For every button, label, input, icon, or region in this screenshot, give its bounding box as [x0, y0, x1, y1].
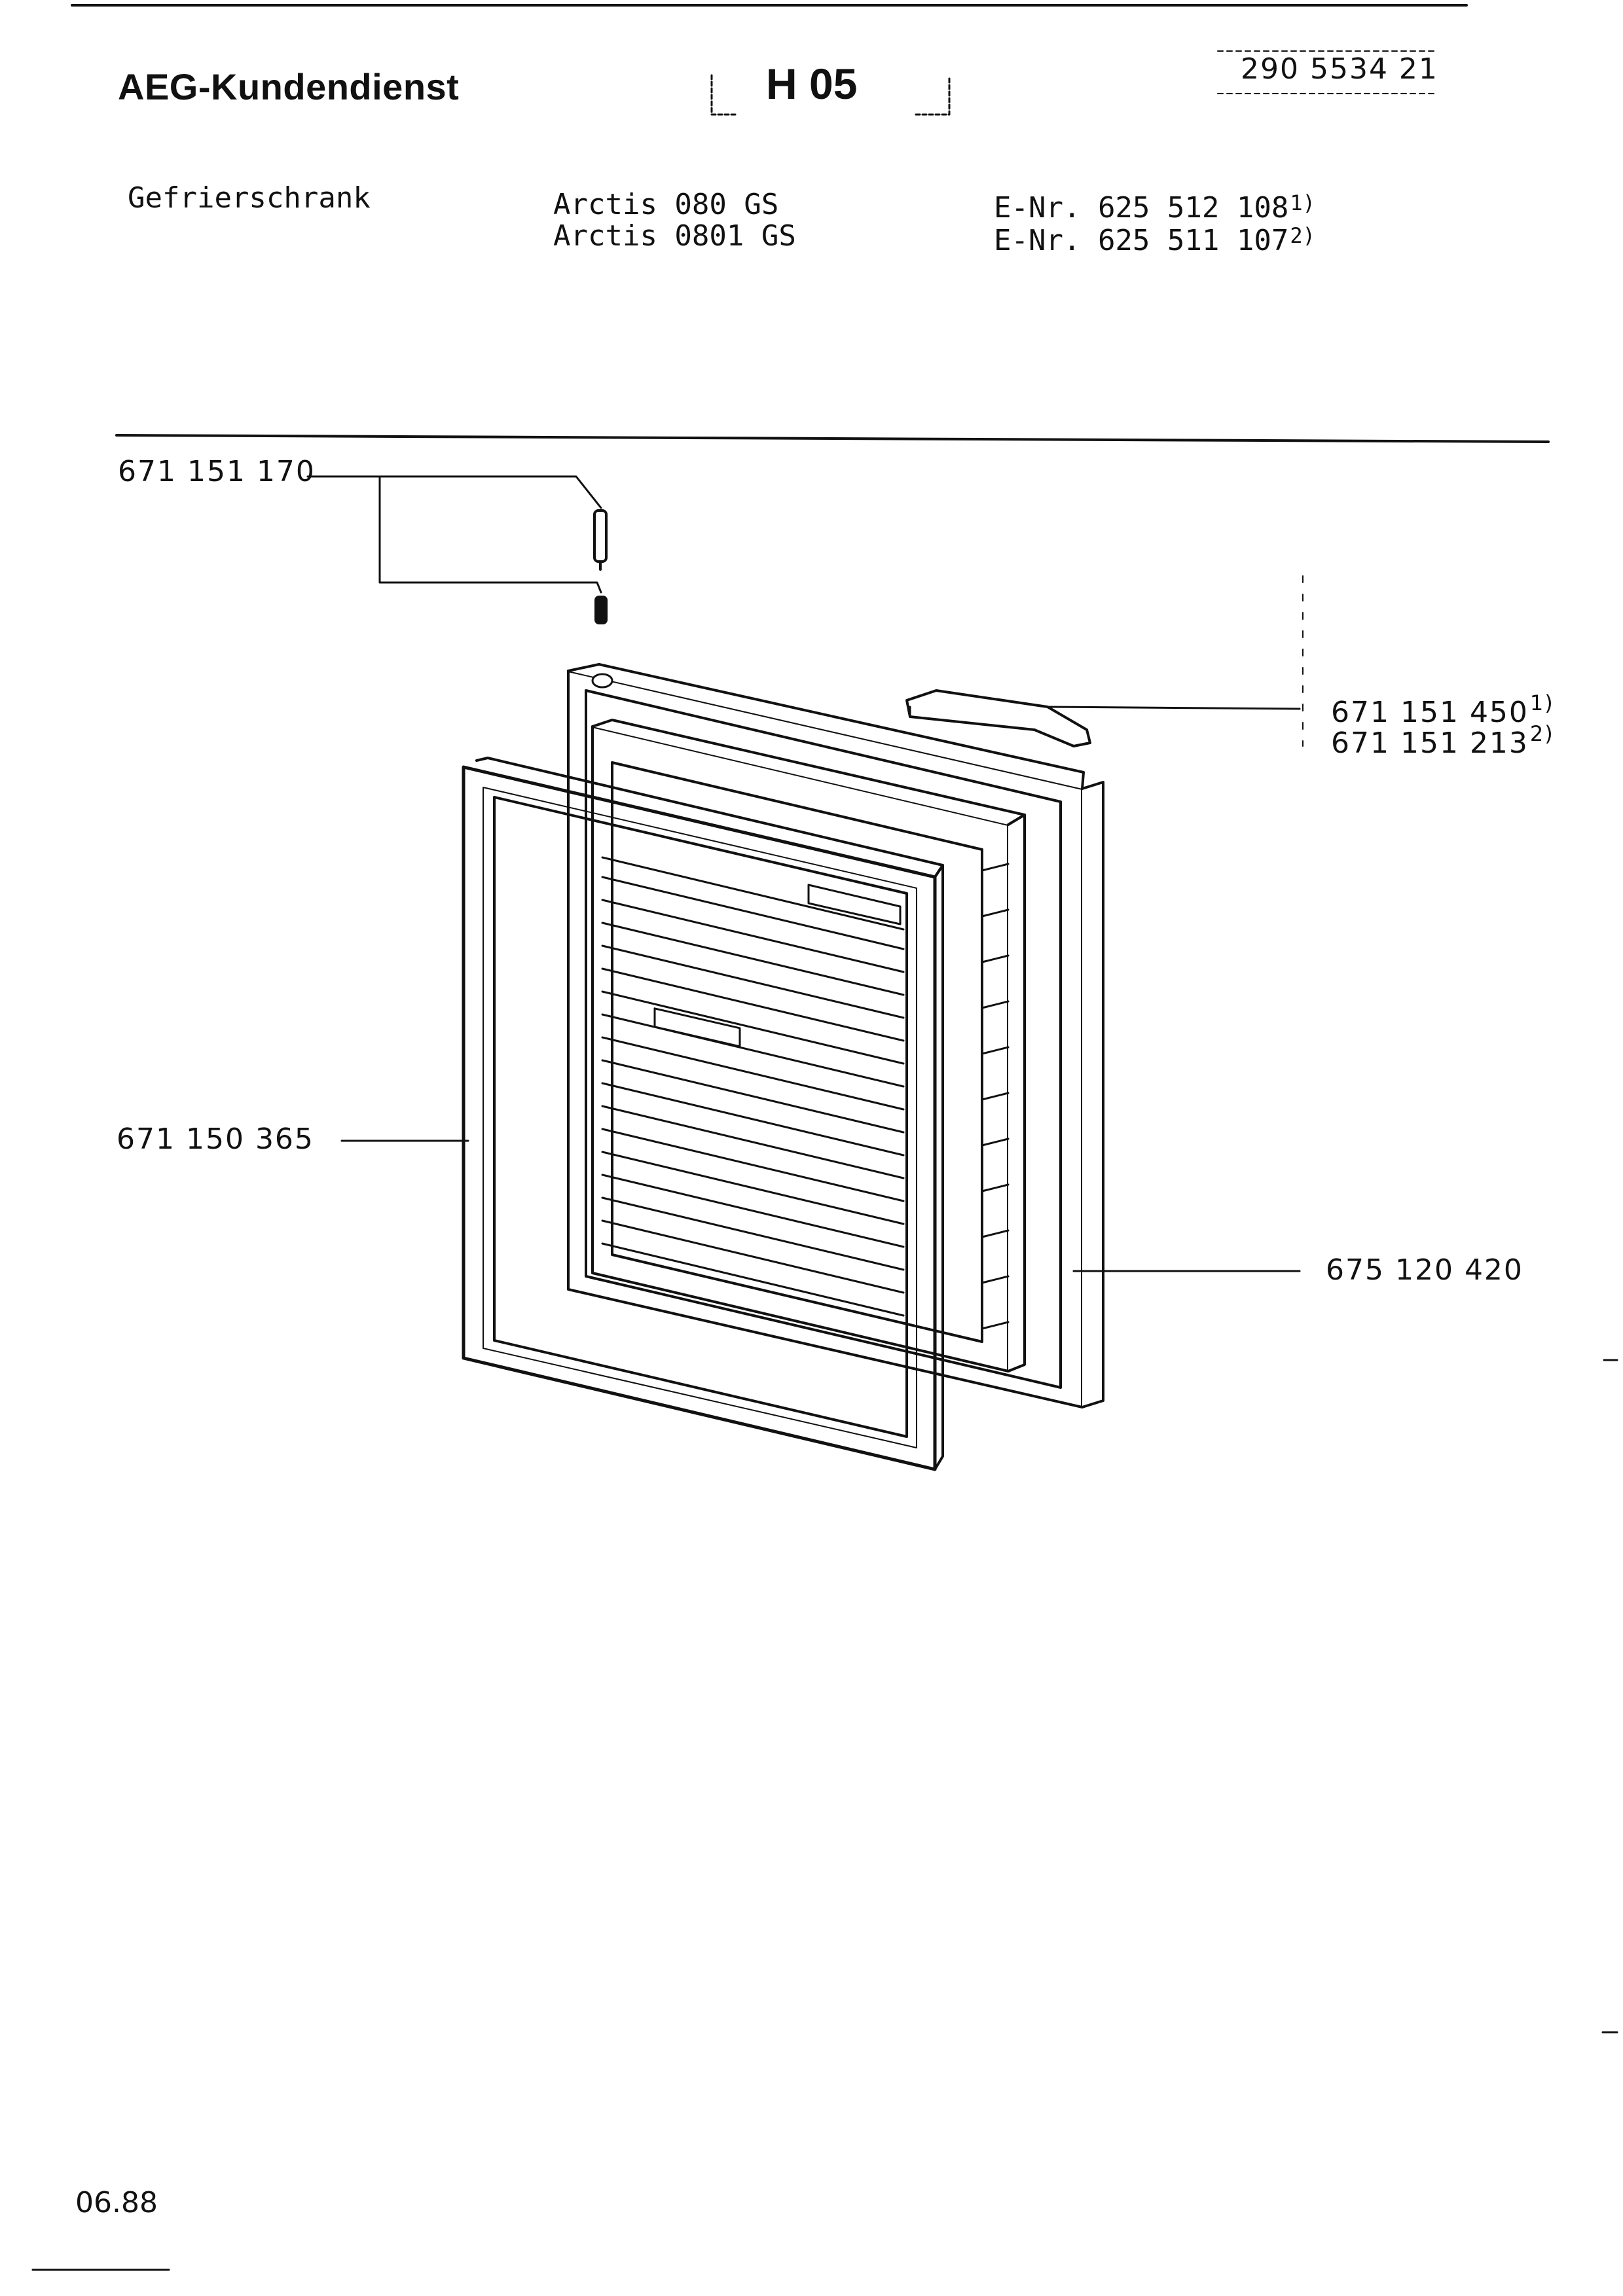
- section-separator: [115, 434, 1550, 443]
- part-label-handle-2-footnote: 2): [1529, 721, 1554, 746]
- sheet-code-bracket-right: [912, 77, 951, 116]
- sheet-code-bracket-left: [710, 74, 738, 116]
- print-date: 06.88: [75, 2186, 158, 2219]
- part-label-door-gasket: 671 150 365: [117, 1122, 314, 1156]
- hinge-pin-lower: [594, 596, 608, 624]
- product-category: Gefrierschrank: [128, 181, 371, 215]
- brand-title: AEG-Kundendienst: [118, 66, 460, 107]
- door-gasket-frame-mid: [483, 787, 917, 1448]
- door-liner: [591, 725, 1010, 1372]
- e-number-1-text: E-Nr. 625 512 108: [994, 191, 1289, 224]
- leader-handle: [1046, 706, 1301, 710]
- model-name-1: Arctis 080 GS: [553, 188, 779, 221]
- e-number-2: E-Nr. 625 511 1072): [994, 223, 1315, 259]
- document-number: 290 5534 21: [1241, 52, 1438, 86]
- model-name-2: Arctis 0801 GS: [553, 219, 796, 253]
- door-liner-inner: [611, 761, 983, 1343]
- part-label-handle-1-number: 671 151 450: [1331, 696, 1529, 729]
- part-label-handle-1-footnote: 1): [1529, 691, 1554, 715]
- liner-recess-left: [653, 1007, 741, 1048]
- part-label-hinge-pin: 671 151 170: [118, 455, 316, 488]
- leader-hinge-pin: [306, 475, 602, 509]
- door-outer-panel-side-edge: [1081, 781, 1104, 1408]
- hinge-pin-upper: [593, 509, 608, 563]
- door-handle: [905, 689, 1091, 747]
- door-outer-panel-inner-line: [585, 689, 1062, 1389]
- hinge-socket-top: [591, 673, 613, 689]
- e-number-2-text: E-Nr. 625 511 107: [994, 224, 1289, 257]
- leader-hinge-pin-branch: [378, 475, 602, 594]
- door-slats: [601, 856, 905, 1317]
- e-number-2-footnote: 2): [1290, 223, 1315, 248]
- door-outer-panel-top-edge: [567, 663, 1085, 790]
- part-label-handle-2: 671 151 2132): [1331, 721, 1554, 760]
- door-liner-ribs: [981, 863, 1010, 1330]
- part-label-handle-2-number: 671 151 213: [1331, 726, 1529, 760]
- sheet-code: H 05: [766, 60, 858, 108]
- part-label-handle-1: 671 151 4501): [1331, 691, 1554, 729]
- liner-recess-right: [807, 884, 902, 925]
- door-gasket-frame-side: [934, 864, 944, 1471]
- e-number-1: E-Nr. 625 512 1081): [994, 190, 1315, 226]
- door-liner-side: [1007, 814, 1026, 1372]
- door-gasket-frame-inner: [493, 796, 908, 1438]
- part-label-door-assembly: 675 120 420: [1326, 1253, 1523, 1287]
- e-number-1-footnote: 1): [1290, 190, 1315, 215]
